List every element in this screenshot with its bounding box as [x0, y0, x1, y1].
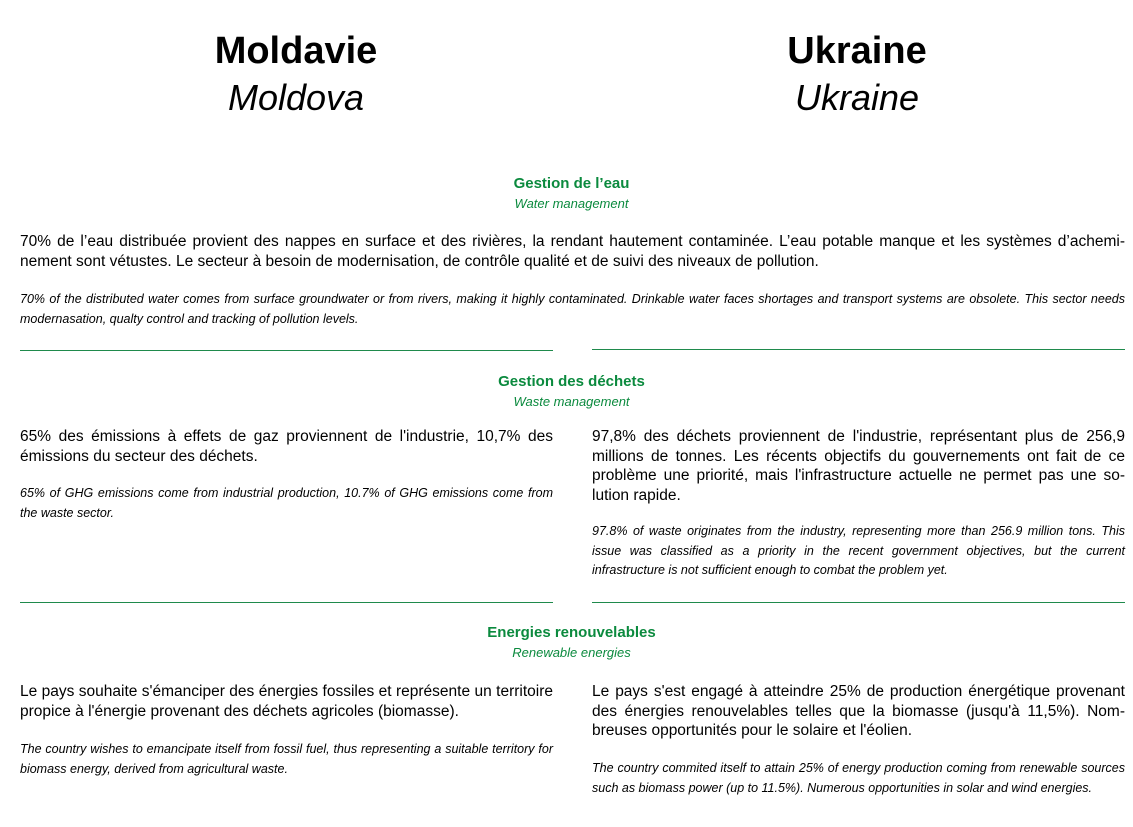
water-section-title-fr: Gestion de l’eau [513, 175, 630, 192]
divider-right-2 [592, 602, 1125, 603]
moldova-title-fr: Moldavie [214, 30, 378, 72]
energy-section-title-fr: Energies renouvelables [487, 624, 656, 641]
moldova-energy-text-fr: Le pays souhaite s'émanciper des énergie… [20, 683, 553, 720]
water-text-fr: 70% de l’eau distribuée provient des nap… [20, 233, 1125, 270]
moldova-energy-text-en: The country wishes to emancipate itself … [20, 742, 553, 776]
divider-right-1 [592, 349, 1125, 350]
moldova-waste-text-en: 65% of GHG emissions come from industria… [20, 486, 553, 520]
moldova-title-en: Moldova [227, 77, 365, 118]
divider-left-2 [20, 602, 553, 603]
divider-left-1 [20, 350, 553, 351]
ukraine-energy-text-fr: Le pays s'est engagé à atteindre 25% de … [592, 683, 1125, 739]
ukraine-title-en: Ukraine [794, 77, 920, 118]
ukraine-waste-text-fr: 97,8% des déchets proviennent de l'indus… [592, 428, 1125, 504]
energy-section-title-en: Renewable energies [512, 645, 631, 660]
water-text-en: 70% of the distributed water comes from … [20, 292, 1125, 326]
ukraine-energy-text-en: The country commited itself to attain 25… [592, 761, 1125, 795]
moldova-waste-text-fr: 65% des émissions à effets de gaz provie… [20, 428, 553, 465]
ukraine-title-fr: Ukraine [787, 30, 927, 72]
water-section-title-en: Water management [514, 196, 629, 211]
ukraine-waste-text-en: 97.8% of waste originates from the indus… [592, 524, 1125, 577]
waste-section-title-fr: Gestion des déchets [498, 373, 645, 390]
waste-section-title-en: Waste management [513, 394, 630, 409]
